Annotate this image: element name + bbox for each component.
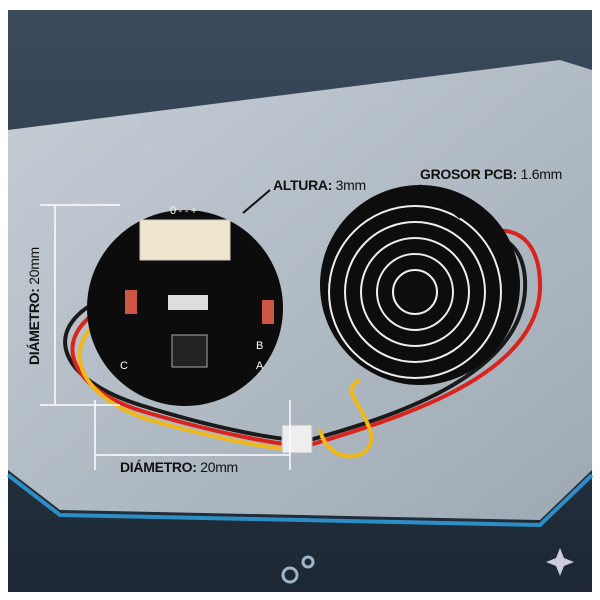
touch-pad — [320, 185, 520, 385]
silk-a: A — [256, 360, 264, 372]
glow-edge — [6, 473, 594, 528]
pcb-diode — [262, 300, 274, 324]
pcb-diode — [125, 290, 137, 314]
silk-connector: 0 - - + — [170, 205, 197, 217]
diameter-vertical-label: DIÁMETRO: 20mm — [26, 247, 42, 365]
grey-plate — [8, 60, 592, 520]
wire-connector — [281, 424, 313, 454]
pad-rings — [328, 205, 502, 379]
thickness-label: GROSOR PCB: 1.6mm — [420, 166, 562, 182]
gears-icon — [281, 555, 315, 584]
pcb-header — [139, 219, 231, 261]
pointer-arrows — [242, 184, 461, 219]
height-label: ALTURA: 3mm — [273, 177, 366, 193]
silk-b: B — [256, 340, 264, 352]
diameter-horizontal-label: DIÁMETRO: 20mm — [120, 459, 238, 475]
sparkle-icon — [546, 548, 574, 576]
dimension-lines — [40, 204, 291, 470]
silk-c: C — [120, 360, 128, 372]
pcb-chip — [171, 334, 208, 368]
pcb-led — [168, 295, 208, 310]
